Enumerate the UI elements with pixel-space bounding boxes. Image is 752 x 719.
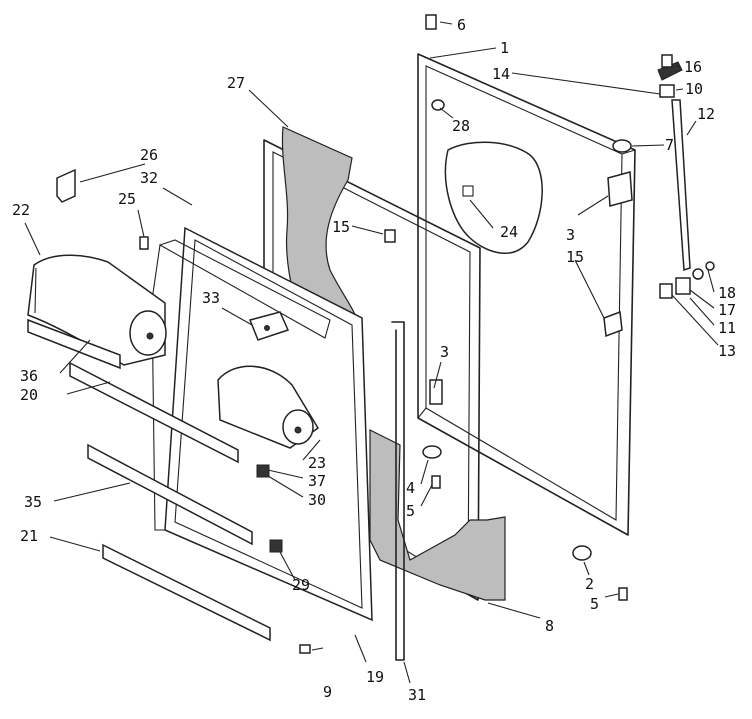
door-foam-cutaway <box>444 141 543 254</box>
label-part-11: 11 <box>718 319 736 337</box>
label-part-7: 7 <box>665 136 674 154</box>
label-part-17: 17 <box>718 301 736 319</box>
label-part-5-left: 5 <box>406 502 415 520</box>
label-part-33: 33 <box>202 289 220 307</box>
label-part-12: 12 <box>697 105 715 123</box>
label-part-30: 30 <box>308 491 326 509</box>
label-part-3-lower: 3 <box>440 343 449 361</box>
label-part-10: 10 <box>685 80 703 98</box>
part-labels: 6 1 14 16 10 12 7 28 24 3 15 15 18 17 11… <box>12 16 736 704</box>
label-part-23: 23 <box>308 454 326 472</box>
label-part-37: 37 <box>308 472 326 490</box>
label-part-21: 21 <box>20 527 38 545</box>
screws <box>139 14 673 654</box>
shelf-brackets <box>56 168 283 553</box>
label-part-4: 4 <box>406 479 415 497</box>
label-part-3-upper: 3 <box>566 226 575 244</box>
outer-door-panel <box>417 53 636 536</box>
label-part-27: 27 <box>227 74 245 92</box>
label-part-24: 24 <box>500 223 518 241</box>
label-part-28: 28 <box>452 117 470 135</box>
label-part-15-left: 15 <box>332 218 350 236</box>
label-part-35: 35 <box>24 493 42 511</box>
label-part-36: 36 <box>20 367 38 385</box>
label-part-16: 16 <box>684 58 702 76</box>
label-part-22: 22 <box>12 201 30 219</box>
label-part-2: 2 <box>585 575 594 593</box>
label-part-6: 6 <box>457 16 466 34</box>
label-part-8: 8 <box>545 617 554 635</box>
label-part-29: 29 <box>292 576 310 594</box>
breaker-strip <box>391 321 405 661</box>
label-part-15-upper: 15 <box>566 248 584 266</box>
dairy-door-cover <box>27 254 167 366</box>
label-part-14: 14 <box>492 65 510 83</box>
door-shelf-bars <box>27 318 271 642</box>
label-part-25: 25 <box>118 190 136 208</box>
label-part-9: 9 <box>323 683 332 701</box>
label-part-18: 18 <box>718 284 736 302</box>
label-part-13: 13 <box>718 342 736 360</box>
label-part-20: 20 <box>20 386 38 404</box>
label-part-5-right: 5 <box>590 595 599 613</box>
label-part-32: 32 <box>140 169 158 187</box>
label-part-19: 19 <box>366 668 384 686</box>
label-part-26: 26 <box>140 146 158 164</box>
butter-compartment <box>217 311 320 449</box>
hinge-hardware <box>384 61 715 561</box>
leader-lines <box>24 21 719 684</box>
label-part-31: 31 <box>408 686 426 704</box>
label-part-1: 1 <box>500 39 509 57</box>
